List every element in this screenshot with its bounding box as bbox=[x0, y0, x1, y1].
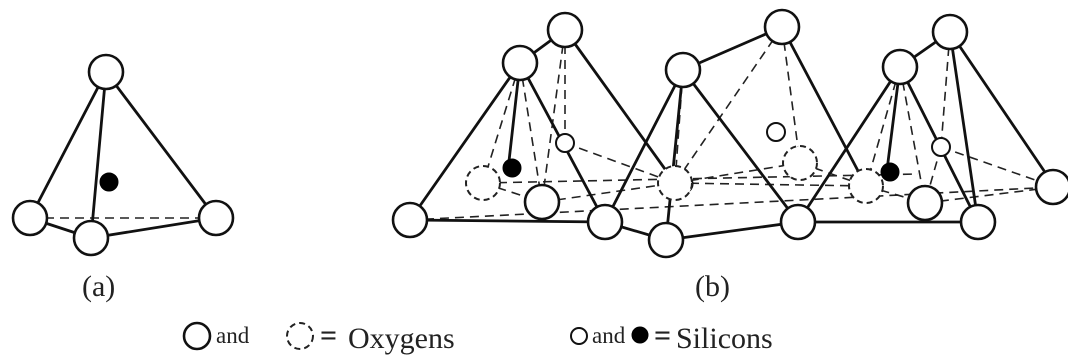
oxygen-atom bbox=[1034, 168, 1068, 206]
legend: and = Oxygens and = Silicons bbox=[182, 319, 773, 355]
legend-oxygens: Oxygens bbox=[348, 322, 455, 355]
oxygen-atom bbox=[664, 51, 702, 89]
legend-silicons: Silicons bbox=[676, 322, 773, 355]
oxygen-atom bbox=[906, 184, 944, 222]
silicon-legend-icon bbox=[570, 327, 588, 345]
oxygen-legend-icon bbox=[182, 321, 212, 351]
hidden-silicon-atom bbox=[555, 133, 575, 153]
hidden-oxygen-atom bbox=[848, 168, 884, 204]
oxygen-atom bbox=[72, 219, 110, 257]
silicon-atom bbox=[880, 162, 900, 182]
legend-and-2: and bbox=[592, 323, 626, 348]
panel-a-label: (a) bbox=[82, 270, 115, 303]
panel-b-label: (b) bbox=[695, 270, 730, 303]
legend-and-1: and bbox=[216, 323, 250, 348]
oxygen-atom bbox=[931, 13, 969, 51]
oxygen-atom bbox=[523, 183, 561, 221]
oxygen-atom bbox=[779, 203, 817, 241]
hidden-oxygen-legend-icon bbox=[286, 322, 314, 350]
legend-equals-2: = bbox=[654, 319, 671, 352]
hidden-silicon-atom bbox=[931, 137, 951, 157]
oxygen-atom bbox=[763, 8, 801, 46]
oxygen-atom bbox=[197, 199, 235, 237]
silicon-atom bbox=[502, 158, 522, 178]
hidden-oxygen-atom bbox=[782, 145, 818, 181]
oxygen-atom bbox=[647, 221, 685, 259]
hidden-oxygen-atom bbox=[657, 165, 693, 201]
solid-silicon-legend-icon bbox=[631, 326, 649, 344]
oxygen-atom bbox=[11, 199, 49, 237]
oxygen-atom bbox=[881, 48, 919, 86]
hidden-oxygen-atom bbox=[465, 165, 501, 201]
tetra-edge bbox=[28, 70, 108, 220]
oxygen-atom bbox=[391, 201, 429, 239]
silicon-atom bbox=[99, 172, 119, 192]
tetrahedra-chain bbox=[391, 8, 1068, 259]
tetra-edge bbox=[89, 70, 108, 240]
oxygen-atom bbox=[546, 11, 584, 49]
oxygen-atom bbox=[586, 203, 624, 241]
legend-equals-1: = bbox=[320, 319, 337, 352]
tetra-edge bbox=[104, 70, 218, 220]
oxygen-atom bbox=[87, 53, 125, 91]
hidden-silicon-atom bbox=[766, 122, 786, 142]
oxygen-atom bbox=[501, 44, 539, 82]
oxygen-atom bbox=[959, 203, 997, 241]
single-tetrahedron bbox=[11, 53, 235, 257]
tetra-edge bbox=[89, 216, 218, 240]
